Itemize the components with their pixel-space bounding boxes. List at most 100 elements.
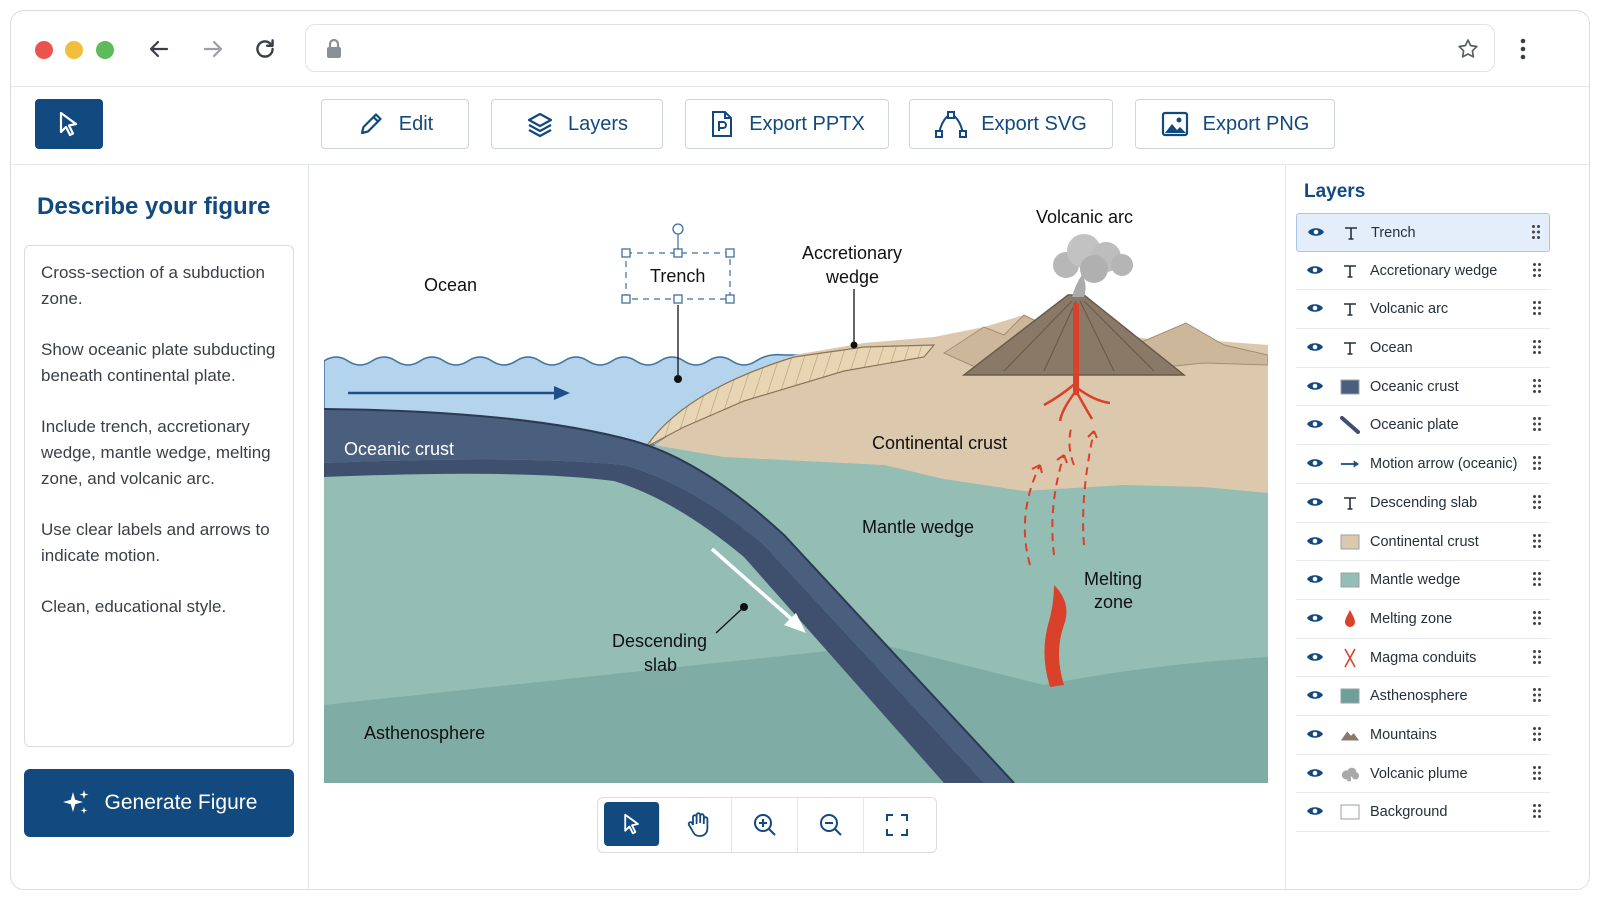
layer-row[interactable]: Background: [1296, 793, 1550, 832]
minimize-window-dot[interactable]: [65, 41, 83, 59]
layer-row[interactable]: Melting zone: [1296, 600, 1550, 639]
visibility-eye-icon[interactable]: [1306, 341, 1324, 357]
address-bar[interactable]: [305, 24, 1495, 72]
zoom-out-button[interactable]: [798, 798, 864, 852]
drag-handle-icon[interactable]: [1532, 687, 1542, 707]
asthenosphere-shape[interactable]: [324, 645, 1268, 783]
label-accretionary-line1[interactable]: Accretionary: [802, 243, 902, 263]
layer-row[interactable]: Descending slab: [1296, 484, 1550, 523]
label-melting-line1[interactable]: Melting: [1084, 569, 1142, 589]
label-volcanic-arc[interactable]: Volcanic arc: [1036, 207, 1133, 227]
label-ocean[interactable]: Ocean: [424, 275, 477, 295]
layers-button[interactable]: Layers: [491, 99, 663, 149]
visibility-eye-icon[interactable]: [1306, 302, 1324, 318]
layer-row[interactable]: Motion arrow (oceanic): [1296, 445, 1550, 484]
layer-row[interactable]: Asthenosphere: [1296, 677, 1550, 716]
maximize-window-dot[interactable]: [96, 41, 114, 59]
layer-row[interactable]: Magma conduits: [1296, 639, 1550, 678]
label-continental-crust[interactable]: Continental crust: [872, 433, 1007, 453]
drag-handle-icon[interactable]: [1532, 649, 1542, 669]
label-accretionary-line2[interactable]: wedge: [825, 267, 879, 287]
drag-handle-icon[interactable]: [1532, 494, 1542, 514]
motion-arrow-oceanic[interactable]: [348, 386, 570, 400]
label-mantle-wedge[interactable]: Mantle wedge: [862, 517, 974, 537]
select-tool-button[interactable]: [35, 99, 103, 149]
visibility-eye-icon[interactable]: [1306, 728, 1324, 744]
oceanic-crust-shape[interactable]: [324, 409, 1014, 783]
magma-conduits-shape[interactable]: [1023, 303, 1111, 566]
visibility-eye-icon[interactable]: [1306, 380, 1324, 396]
layer-row[interactable]: Mountains: [1296, 716, 1550, 755]
layer-row[interactable]: Oceanic plate: [1296, 406, 1550, 446]
drag-handle-icon[interactable]: [1532, 262, 1542, 282]
drag-handle-icon[interactable]: [1532, 416, 1542, 436]
text-icon: [1340, 299, 1360, 319]
accretionary-wedge-shape[interactable]: [645, 344, 936, 448]
pan-mode-button[interactable]: [666, 798, 732, 852]
drag-handle-icon[interactable]: [1532, 339, 1542, 359]
visibility-eye-icon[interactable]: [1306, 573, 1324, 589]
export-pptx-button[interactable]: Export PPTX: [685, 99, 889, 149]
drag-handle-icon[interactable]: [1532, 571, 1542, 591]
edit-button[interactable]: Edit: [321, 99, 469, 149]
zoom-in-button[interactable]: [732, 798, 798, 852]
label-asthenosphere[interactable]: Asthenosphere: [364, 723, 485, 743]
visibility-eye-icon[interactable]: [1307, 226, 1325, 242]
volcanic-plume-shape[interactable]: [1053, 234, 1133, 297]
layer-name: Continental crust: [1370, 533, 1479, 550]
text-icon: [1340, 261, 1360, 281]
back-button[interactable]: [141, 31, 177, 67]
visibility-eye-icon[interactable]: [1306, 418, 1324, 434]
generate-figure-button[interactable]: Generate Figure: [24, 769, 294, 837]
visibility-eye-icon[interactable]: [1306, 651, 1324, 667]
visibility-eye-icon[interactable]: [1306, 535, 1324, 551]
drag-handle-icon[interactable]: [1531, 224, 1541, 244]
layer-row[interactable]: Mantle wedge: [1296, 561, 1550, 600]
layer-row[interactable]: Trench: [1296, 213, 1550, 252]
layer-row[interactable]: Volcanic arc: [1296, 290, 1550, 330]
drag-handle-icon[interactable]: [1532, 378, 1542, 398]
visibility-eye-icon[interactable]: [1306, 767, 1324, 783]
label-melting-line2[interactable]: zone: [1094, 592, 1133, 612]
layer-row[interactable]: Continental crust: [1296, 523, 1550, 562]
fit-screen-button[interactable]: [864, 798, 930, 852]
motion-arrow-slab[interactable]: [710, 547, 806, 633]
visibility-eye-icon[interactable]: [1306, 496, 1324, 512]
drag-handle-icon[interactable]: [1532, 803, 1542, 823]
label-oceanic-crust[interactable]: Oceanic crust: [344, 439, 454, 459]
forward-button[interactable]: [195, 31, 231, 67]
drag-handle-icon[interactable]: [1532, 455, 1542, 475]
drag-handle-icon[interactable]: [1532, 765, 1542, 785]
browser-menu-button[interactable]: [1505, 31, 1541, 67]
visibility-eye-icon[interactable]: [1306, 264, 1324, 280]
visibility-eye-icon[interactable]: [1306, 457, 1324, 473]
reload-button[interactable]: [247, 31, 283, 67]
layers-icon: [527, 112, 553, 138]
visibility-eye-icon[interactable]: [1306, 805, 1324, 821]
trench-selection-handles[interactable]: [621, 223, 735, 304]
export-png-button[interactable]: Export PNG: [1135, 99, 1335, 149]
drag-handle-icon[interactable]: [1532, 726, 1542, 746]
subduction-figure[interactable]: Ocean Trench Accretionary wedge Volcanic…: [324, 165, 1268, 783]
visibility-eye-icon[interactable]: [1306, 689, 1324, 705]
label-trench[interactable]: Trench: [650, 266, 705, 286]
drag-handle-icon[interactable]: [1532, 300, 1542, 320]
label-descending-line2[interactable]: slab: [644, 655, 677, 675]
bookmark-star-icon[interactable]: [1456, 37, 1480, 61]
figure-description-textarea[interactable]: Cross-section of a subduction zone. Show…: [24, 245, 294, 747]
app-toolbar: Edit Layers Export PPTX Export SVG Expor…: [11, 87, 1589, 165]
label-descending-line1[interactable]: Descending: [612, 631, 707, 651]
layer-row[interactable]: Volcanic plume: [1296, 755, 1550, 794]
visibility-eye-icon[interactable]: [1306, 612, 1324, 628]
drag-handle-icon[interactable]: [1532, 610, 1542, 630]
layer-row[interactable]: Ocean: [1296, 329, 1550, 368]
melting-zone-shape[interactable]: [1044, 585, 1067, 687]
export-svg-button[interactable]: Export SVG: [909, 99, 1113, 149]
drag-handle-icon[interactable]: [1532, 533, 1542, 553]
reload-icon: [256, 39, 274, 58]
layer-row[interactable]: Accretionary wedge: [1296, 252, 1550, 291]
layer-row[interactable]: Oceanic crust: [1296, 368, 1550, 407]
close-window-dot[interactable]: [35, 41, 53, 59]
select-mode-button[interactable]: [604, 802, 660, 846]
figure-canvas[interactable]: Ocean Trench Accretionary wedge Volcanic…: [309, 165, 1285, 889]
